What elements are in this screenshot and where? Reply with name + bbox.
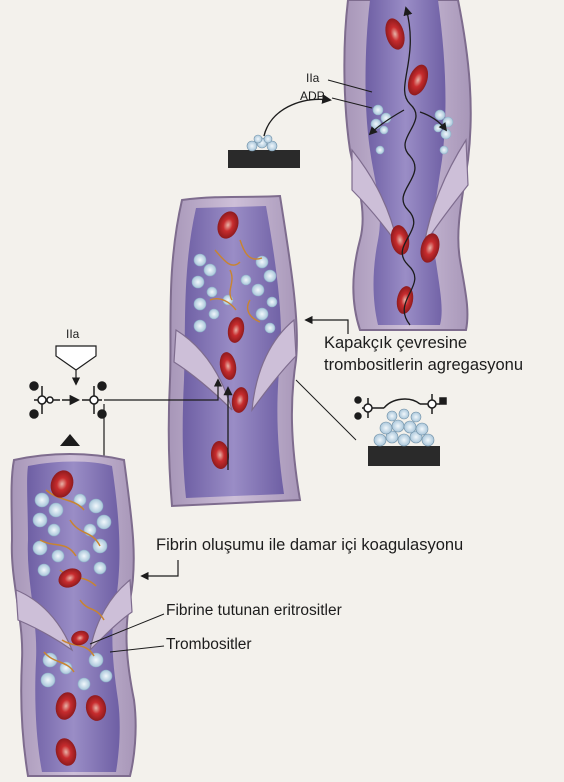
fibrinogen-molecule-icon [30, 382, 106, 418]
vessel-lumen [366, 0, 446, 325]
aggregate-pointer [296, 380, 356, 440]
iia-label-left: IIa [66, 328, 79, 342]
platelet-adhesion-icon [228, 99, 330, 168]
aggregation-label-line1: Kapakçık çevresine [324, 334, 467, 353]
vessel-early-stage [344, 0, 470, 330]
subendothelium-block [228, 150, 300, 168]
fibrin-coagulation-label: Fibrin oluşumu ile damar içi koagulasyon… [156, 536, 463, 555]
erythrocytes-label: Fibrine tutunan eritrositler [166, 602, 342, 620]
iia-funnel [56, 346, 96, 370]
vessel-aggregation-stage [169, 196, 300, 506]
platelet-aggregate-icon [355, 394, 446, 466]
aggregation-pointer [306, 320, 348, 334]
platelets-label: Trombositler [166, 636, 252, 654]
vessel-coagulation-stage [12, 454, 136, 776]
coagulation-pointer [142, 560, 178, 576]
triangle-up-icon [60, 434, 80, 446]
iia-label-top: IIa [306, 72, 319, 86]
subendothelium-block [368, 446, 440, 466]
adp-label: ADP [300, 90, 325, 104]
aggregation-label-line2: trombositlerin agregasyonu [324, 356, 523, 375]
release-arrow [264, 99, 330, 136]
